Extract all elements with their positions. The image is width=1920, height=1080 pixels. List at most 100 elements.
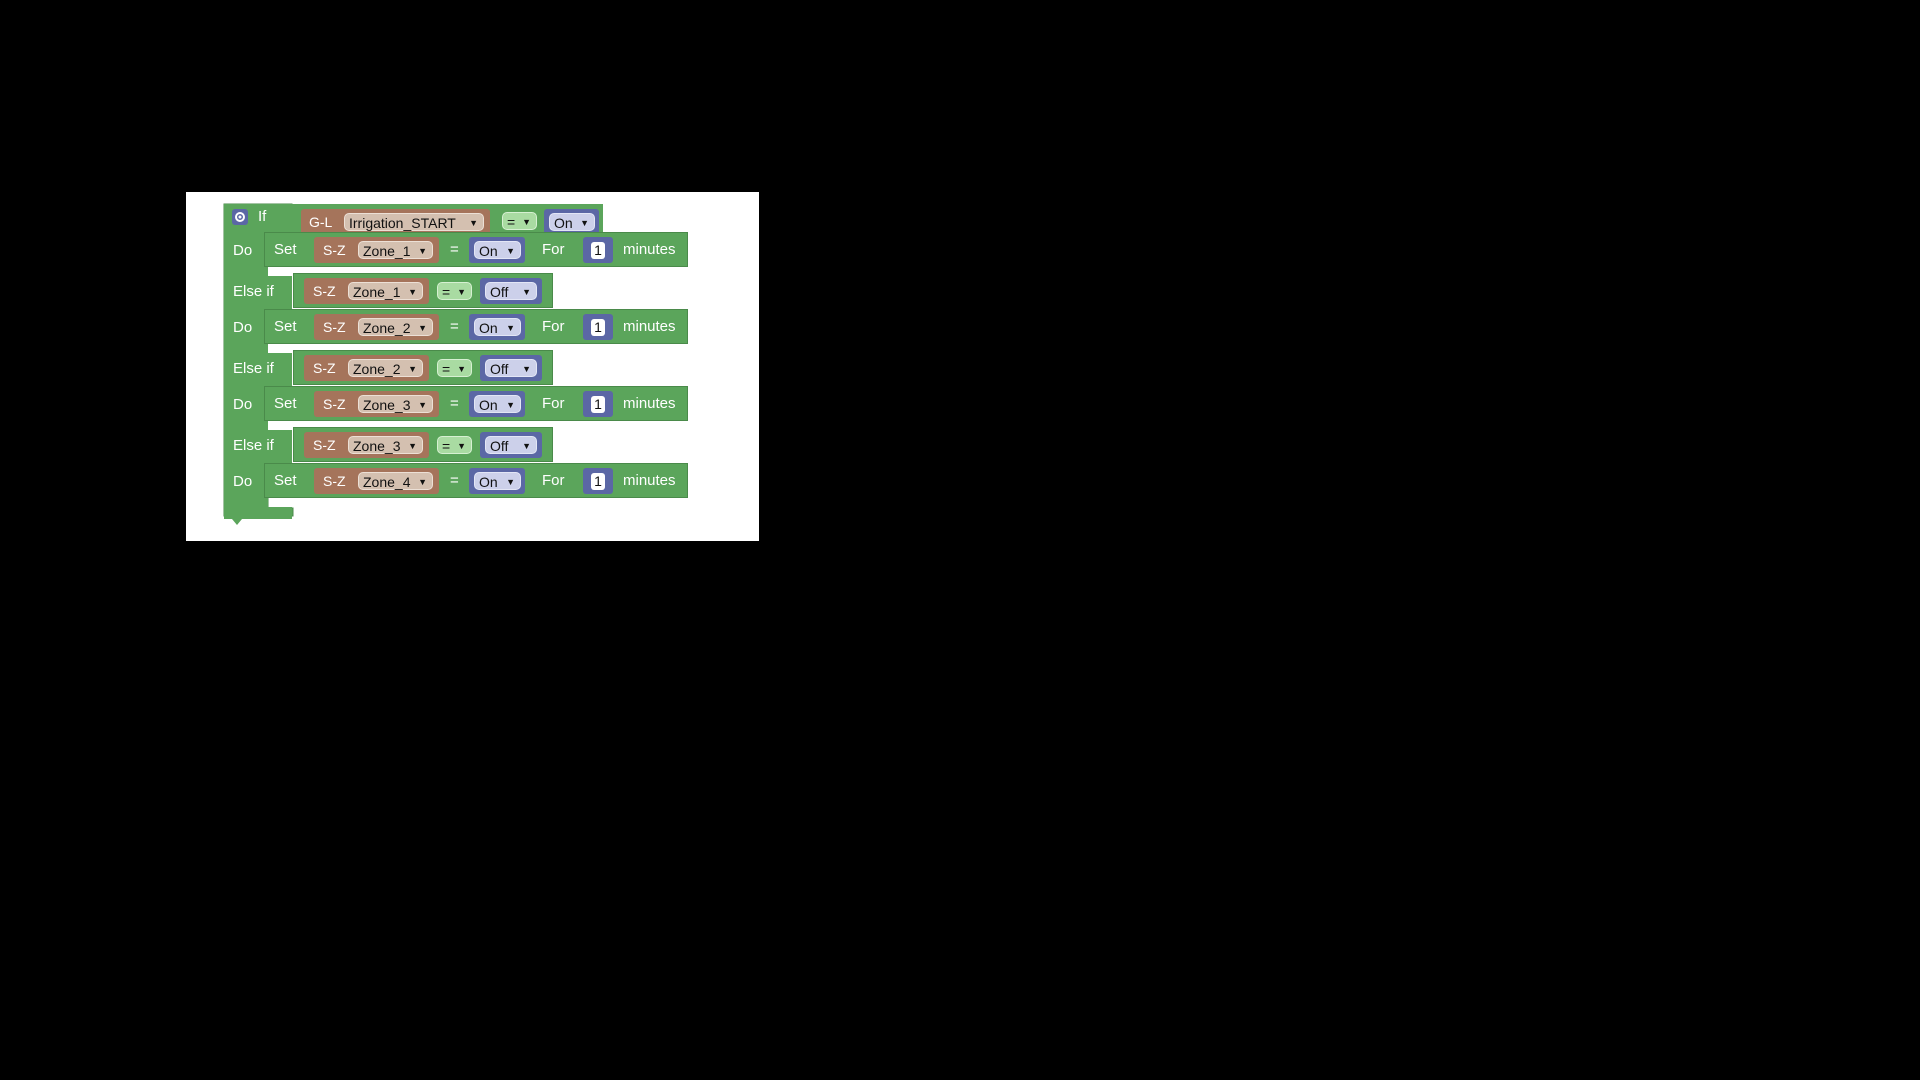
value-dropdown[interactable]: On▼ bbox=[474, 318, 521, 336]
value-dropdown[interactable]: On▼ bbox=[549, 213, 595, 231]
value-dropdown-value: On bbox=[479, 474, 498, 490]
unit-label: minutes bbox=[623, 318, 676, 335]
operator-value: = bbox=[442, 438, 451, 454]
value-dropdown-value: On bbox=[479, 397, 498, 413]
sensor-type-label: G-L bbox=[309, 214, 333, 230]
zone-dropdown-value: Zone_1 bbox=[353, 284, 401, 300]
duration-block[interactable]: 1 bbox=[583, 391, 613, 417]
value-dropdown[interactable]: On▼ bbox=[474, 241, 521, 259]
unit-label: minutes bbox=[623, 395, 676, 412]
duration-input[interactable]: 1 bbox=[591, 396, 605, 413]
chevron-down-icon: ▼ bbox=[457, 364, 466, 374]
duration-block[interactable]: 1 bbox=[583, 314, 613, 340]
value-dropdown[interactable]: Off▼ bbox=[485, 282, 537, 300]
else-if-condition-block[interactable]: S-Z Zone_1▼ =▼ Off▼ bbox=[293, 273, 553, 308]
duration-input[interactable]: 1 bbox=[591, 242, 605, 259]
else-if-condition-block[interactable]: S-Z Zone_3▼ =▼ Off▼ bbox=[293, 427, 553, 462]
unit-label: minutes bbox=[623, 241, 676, 258]
chevron-down-icon: ▼ bbox=[522, 441, 531, 451]
chevron-down-icon: ▼ bbox=[418, 323, 427, 333]
chevron-down-icon: ▼ bbox=[522, 364, 531, 374]
else-if-label: Else if bbox=[233, 360, 274, 377]
value-dropdown[interactable]: Off ▼ bbox=[485, 359, 537, 377]
zone-dropdown-value: Zone_1 bbox=[363, 243, 411, 259]
operator-dropdown[interactable]: =▼ bbox=[502, 212, 537, 230]
chevron-down-icon: ▼ bbox=[469, 218, 478, 228]
blockly-workspace[interactable]: If G-L Irrigation_START▼ =▼ On▼ Do Set S… bbox=[186, 192, 759, 541]
value-block[interactable]: Off ▼ bbox=[480, 432, 542, 458]
operator-dropdown[interactable]: =▼ bbox=[437, 436, 472, 454]
duration-input[interactable]: 1 bbox=[591, 319, 605, 336]
duration-block[interactable]: 1 bbox=[583, 468, 613, 494]
do-label: Do bbox=[233, 242, 253, 259]
sensor-type-label: S-Z bbox=[313, 360, 336, 376]
sensor-block[interactable]: S-Z Zone_2▼ bbox=[304, 355, 429, 381]
duration-input[interactable]: 1 bbox=[591, 473, 605, 490]
chevron-down-icon: ▼ bbox=[506, 477, 515, 487]
chevron-down-icon: ▼ bbox=[408, 287, 417, 297]
zone-dropdown[interactable]: Zone_3 ▼ bbox=[358, 395, 433, 413]
set-label: Set bbox=[274, 241, 297, 258]
equals-label: = bbox=[450, 472, 459, 489]
sensor-block[interactable]: S-Z Zone_3▼ bbox=[304, 432, 429, 458]
chevron-down-icon: ▼ bbox=[506, 400, 515, 410]
value-dropdown[interactable]: Off ▼ bbox=[485, 436, 537, 454]
if-block-shape[interactable] bbox=[186, 192, 759, 541]
sensor-block[interactable]: S-Z Zone_3▼ bbox=[314, 391, 439, 417]
sensor-block[interactable]: S-Z Zone_1▼ bbox=[314, 237, 439, 263]
sensor-block[interactable]: S-Z Zone_4▼ bbox=[314, 468, 439, 494]
set-action-block[interactable]: Set S-Z Zone_1▼ = On▼ For 1 minutes bbox=[264, 232, 688, 267]
else-if-label: Else if bbox=[233, 283, 274, 300]
zone-dropdown[interactable]: Zone_4 ▼ bbox=[358, 472, 433, 490]
unit-label: minutes bbox=[623, 472, 676, 489]
value-dropdown[interactable]: On ▼ bbox=[474, 472, 521, 490]
duration-block[interactable]: 1 bbox=[583, 237, 613, 263]
value-block[interactable]: Off▼ bbox=[480, 278, 542, 304]
for-label: For bbox=[542, 318, 565, 335]
value-dropdown-value: Off bbox=[490, 284, 509, 300]
zone-dropdown[interactable]: Zone_3▼ bbox=[348, 436, 423, 454]
set-action-block[interactable]: Set S-Z Zone_4▼ = On▼ For 1 minutes bbox=[264, 463, 688, 498]
chevron-down-icon: ▼ bbox=[457, 287, 466, 297]
sensor-block[interactable]: S-Z Zone_1▼ bbox=[304, 278, 429, 304]
chevron-down-icon: ▼ bbox=[522, 217, 531, 227]
zone-dropdown-value: Zone_4 bbox=[363, 474, 411, 490]
zone-dropdown[interactable]: Zone_2▼ bbox=[348, 359, 423, 377]
sensor-block[interactable]: G-L Irrigation_START▼ bbox=[301, 209, 490, 235]
value-block[interactable]: On▼ bbox=[544, 209, 599, 235]
sensor-block[interactable]: S-Z Zone_2 ▼ bbox=[314, 314, 439, 340]
for-label: For bbox=[542, 472, 565, 489]
for-label: For bbox=[542, 241, 565, 258]
zone-dropdown[interactable]: Zone_1▼ bbox=[358, 241, 433, 259]
zone-dropdown[interactable]: Zone_1 ▼ bbox=[348, 282, 423, 300]
chevron-down-icon: ▼ bbox=[506, 246, 515, 256]
else-if-condition-block[interactable]: S-Z Zone_2▼ =▼ Off▼ bbox=[293, 350, 553, 385]
gear-icon[interactable] bbox=[232, 209, 248, 225]
sensor-type-label: S-Z bbox=[313, 437, 336, 453]
value-dropdown-value: On bbox=[554, 215, 573, 231]
value-dropdown-value: Off bbox=[490, 438, 509, 454]
chevron-down-icon: ▼ bbox=[418, 477, 427, 487]
do-label: Do bbox=[233, 319, 253, 336]
value-block[interactable]: On ▼ bbox=[469, 468, 525, 494]
variable-dropdown[interactable]: Irrigation_START▼ bbox=[344, 213, 484, 231]
sensor-type-label: S-Z bbox=[323, 319, 346, 335]
chevron-down-icon: ▼ bbox=[457, 441, 466, 451]
zone-dropdown-value: Zone_2 bbox=[363, 320, 411, 336]
zone-dropdown[interactable]: Zone_2 ▼ bbox=[358, 318, 433, 336]
value-block[interactable]: On▼ bbox=[469, 237, 525, 263]
value-dropdown[interactable]: On ▼ bbox=[474, 395, 521, 413]
set-label: Set bbox=[274, 318, 297, 335]
value-block[interactable]: On ▼ bbox=[469, 391, 525, 417]
operator-dropdown[interactable]: =▼ bbox=[437, 359, 472, 377]
value-block[interactable]: Off ▼ bbox=[480, 355, 542, 381]
operator-value: = bbox=[442, 361, 451, 377]
set-action-block[interactable]: Set S-Z Zone_2▼ = On▼ For 1 minutes bbox=[264, 309, 688, 344]
operator-dropdown[interactable]: =▼ bbox=[437, 282, 472, 300]
chevron-down-icon: ▼ bbox=[418, 400, 427, 410]
value-block[interactable]: On▼ bbox=[469, 314, 525, 340]
value-dropdown-value: Off bbox=[490, 361, 509, 377]
set-action-block[interactable]: Set S-Z Zone_3▼ = On▼ For 1 minutes bbox=[264, 386, 688, 421]
zone-dropdown-value: Zone_3 bbox=[363, 397, 411, 413]
chevron-down-icon: ▼ bbox=[408, 441, 417, 451]
